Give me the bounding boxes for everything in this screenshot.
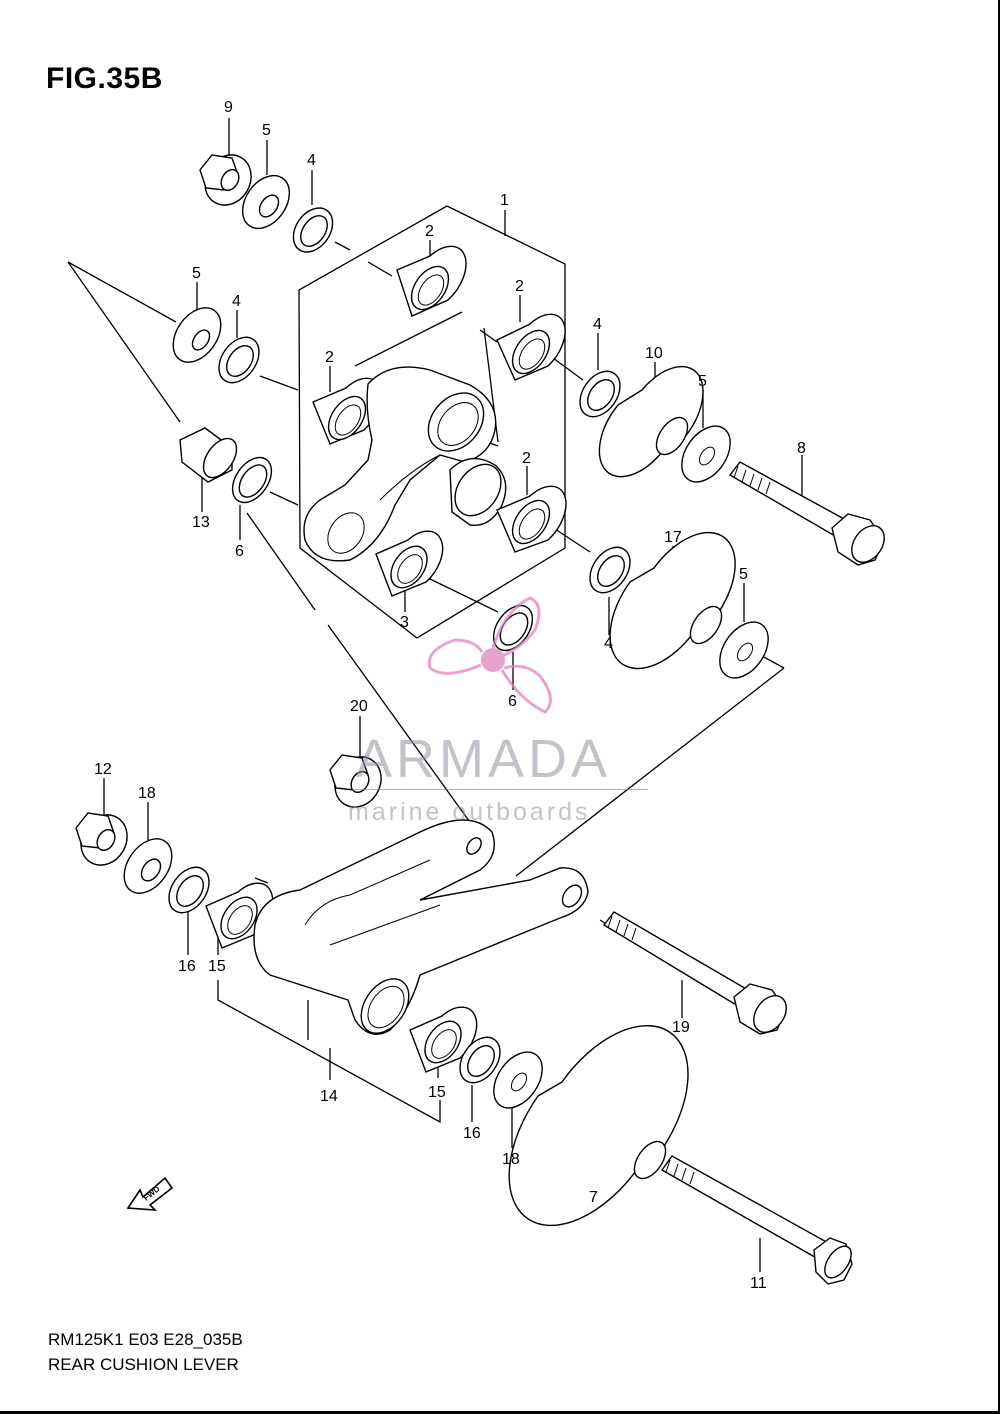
callout-label: 4 bbox=[593, 316, 602, 333]
callout-label: 20 bbox=[350, 698, 368, 715]
bearing-part-2-d bbox=[496, 485, 567, 553]
seal-part-16-right bbox=[459, 1036, 501, 1084]
washer-part-5-upper bbox=[241, 174, 291, 230]
callout-label: 1 bbox=[500, 192, 509, 209]
spacer-part-13 bbox=[179, 427, 238, 483]
spacer-part-17 bbox=[609, 531, 736, 670]
flange-nut-part-9 bbox=[199, 154, 252, 206]
watermark-brand: ARMADA bbox=[356, 729, 612, 789]
callout-label: 5 bbox=[698, 373, 707, 390]
callout-label: 13 bbox=[192, 514, 210, 531]
callout-label: 2 bbox=[425, 223, 434, 240]
callout-label: 15 bbox=[208, 958, 226, 975]
callout-label: 11 bbox=[750, 1275, 767, 1292]
fwd-arrow-icon: FWD bbox=[126, 1176, 174, 1211]
callout-label: 5 bbox=[192, 265, 201, 282]
callout-label: 16 bbox=[463, 1125, 481, 1142]
callout-label: 14 bbox=[320, 1088, 338, 1105]
cushion-rod-body-part-1 bbox=[303, 366, 507, 562]
callout-label: 18 bbox=[502, 1151, 520, 1168]
callout-label: 8 bbox=[797, 440, 806, 457]
propeller-icon bbox=[427, 596, 552, 714]
seal-part-4-left bbox=[218, 336, 260, 384]
washer-part-5-right-upper bbox=[681, 425, 731, 483]
callout-label: 6 bbox=[508, 693, 517, 710]
callout-label: 18 bbox=[138, 785, 156, 802]
callout-label: 12 bbox=[94, 761, 112, 778]
callout-label: 7 bbox=[589, 1189, 598, 1206]
frame-border-right bbox=[998, 0, 1000, 1414]
seal-part-4-right-upper bbox=[579, 370, 621, 418]
cushion-lever-part-14 bbox=[253, 819, 589, 1035]
bearing-part-2-b bbox=[496, 313, 566, 381]
callout-label: 2 bbox=[325, 349, 334, 366]
callout-label: 2 bbox=[515, 278, 524, 295]
spacer-part-10 bbox=[598, 365, 704, 478]
callout-label: 4 bbox=[232, 293, 241, 310]
watermark-divider bbox=[352, 789, 648, 790]
callout-label: 10 bbox=[645, 345, 663, 362]
bearing-part-15-right bbox=[409, 1006, 478, 1073]
washer-part-18-left bbox=[123, 838, 173, 894]
callout-labels: 9 5 4 1 2 5 4 2 4 10 5 2 8 2 13 6 3 17 5… bbox=[94, 99, 806, 1292]
bolt-part-8 bbox=[728, 461, 885, 566]
bolt-part-11 bbox=[660, 1155, 853, 1285]
watermark-tagline: marine outboards bbox=[348, 798, 591, 826]
callout-label: 6 bbox=[235, 543, 244, 560]
callout-label: 15 bbox=[428, 1084, 446, 1101]
callout-label: 4 bbox=[604, 635, 613, 652]
callout-label: 3 bbox=[400, 614, 409, 631]
callout-label: 17 bbox=[664, 529, 682, 546]
callout-label: 5 bbox=[262, 122, 271, 139]
washer-part-5-right-lower bbox=[719, 621, 769, 679]
figure-title: FIG.35B bbox=[46, 62, 163, 95]
seal-part-4-right-lower bbox=[589, 546, 631, 594]
figure-name: REAR CUSHION LEVER bbox=[48, 1355, 239, 1374]
washer-part-18-right bbox=[493, 1051, 543, 1109]
figure-code: RM125K1 E03 E28_035B bbox=[48, 1330, 243, 1349]
bearing-part-2-a bbox=[396, 245, 467, 317]
callout-label: 2 bbox=[522, 450, 531, 467]
spacer-part-7 bbox=[508, 1025, 689, 1227]
flange-nut-part-20 bbox=[329, 754, 382, 808]
callout-label: 16 bbox=[178, 958, 196, 975]
callout-label: 5 bbox=[739, 566, 748, 583]
washer-part-5-left bbox=[172, 307, 222, 363]
callout-label: 9 bbox=[224, 99, 233, 116]
frame-border-bottom bbox=[0, 1411, 1000, 1414]
seal-part-6-left bbox=[231, 456, 273, 504]
bearing-part-3 bbox=[375, 530, 444, 597]
callout-label: 19 bbox=[672, 1019, 690, 1036]
assembly-bracket-1 bbox=[298, 205, 566, 639]
seal-part-4-upper bbox=[292, 207, 334, 253]
flange-nut-part-12 bbox=[75, 812, 128, 866]
seal-part-16-left bbox=[168, 866, 210, 914]
callout-label: 4 bbox=[307, 152, 316, 169]
seal-part-6-center bbox=[492, 604, 534, 652]
bolt-part-19 bbox=[602, 911, 787, 1035]
